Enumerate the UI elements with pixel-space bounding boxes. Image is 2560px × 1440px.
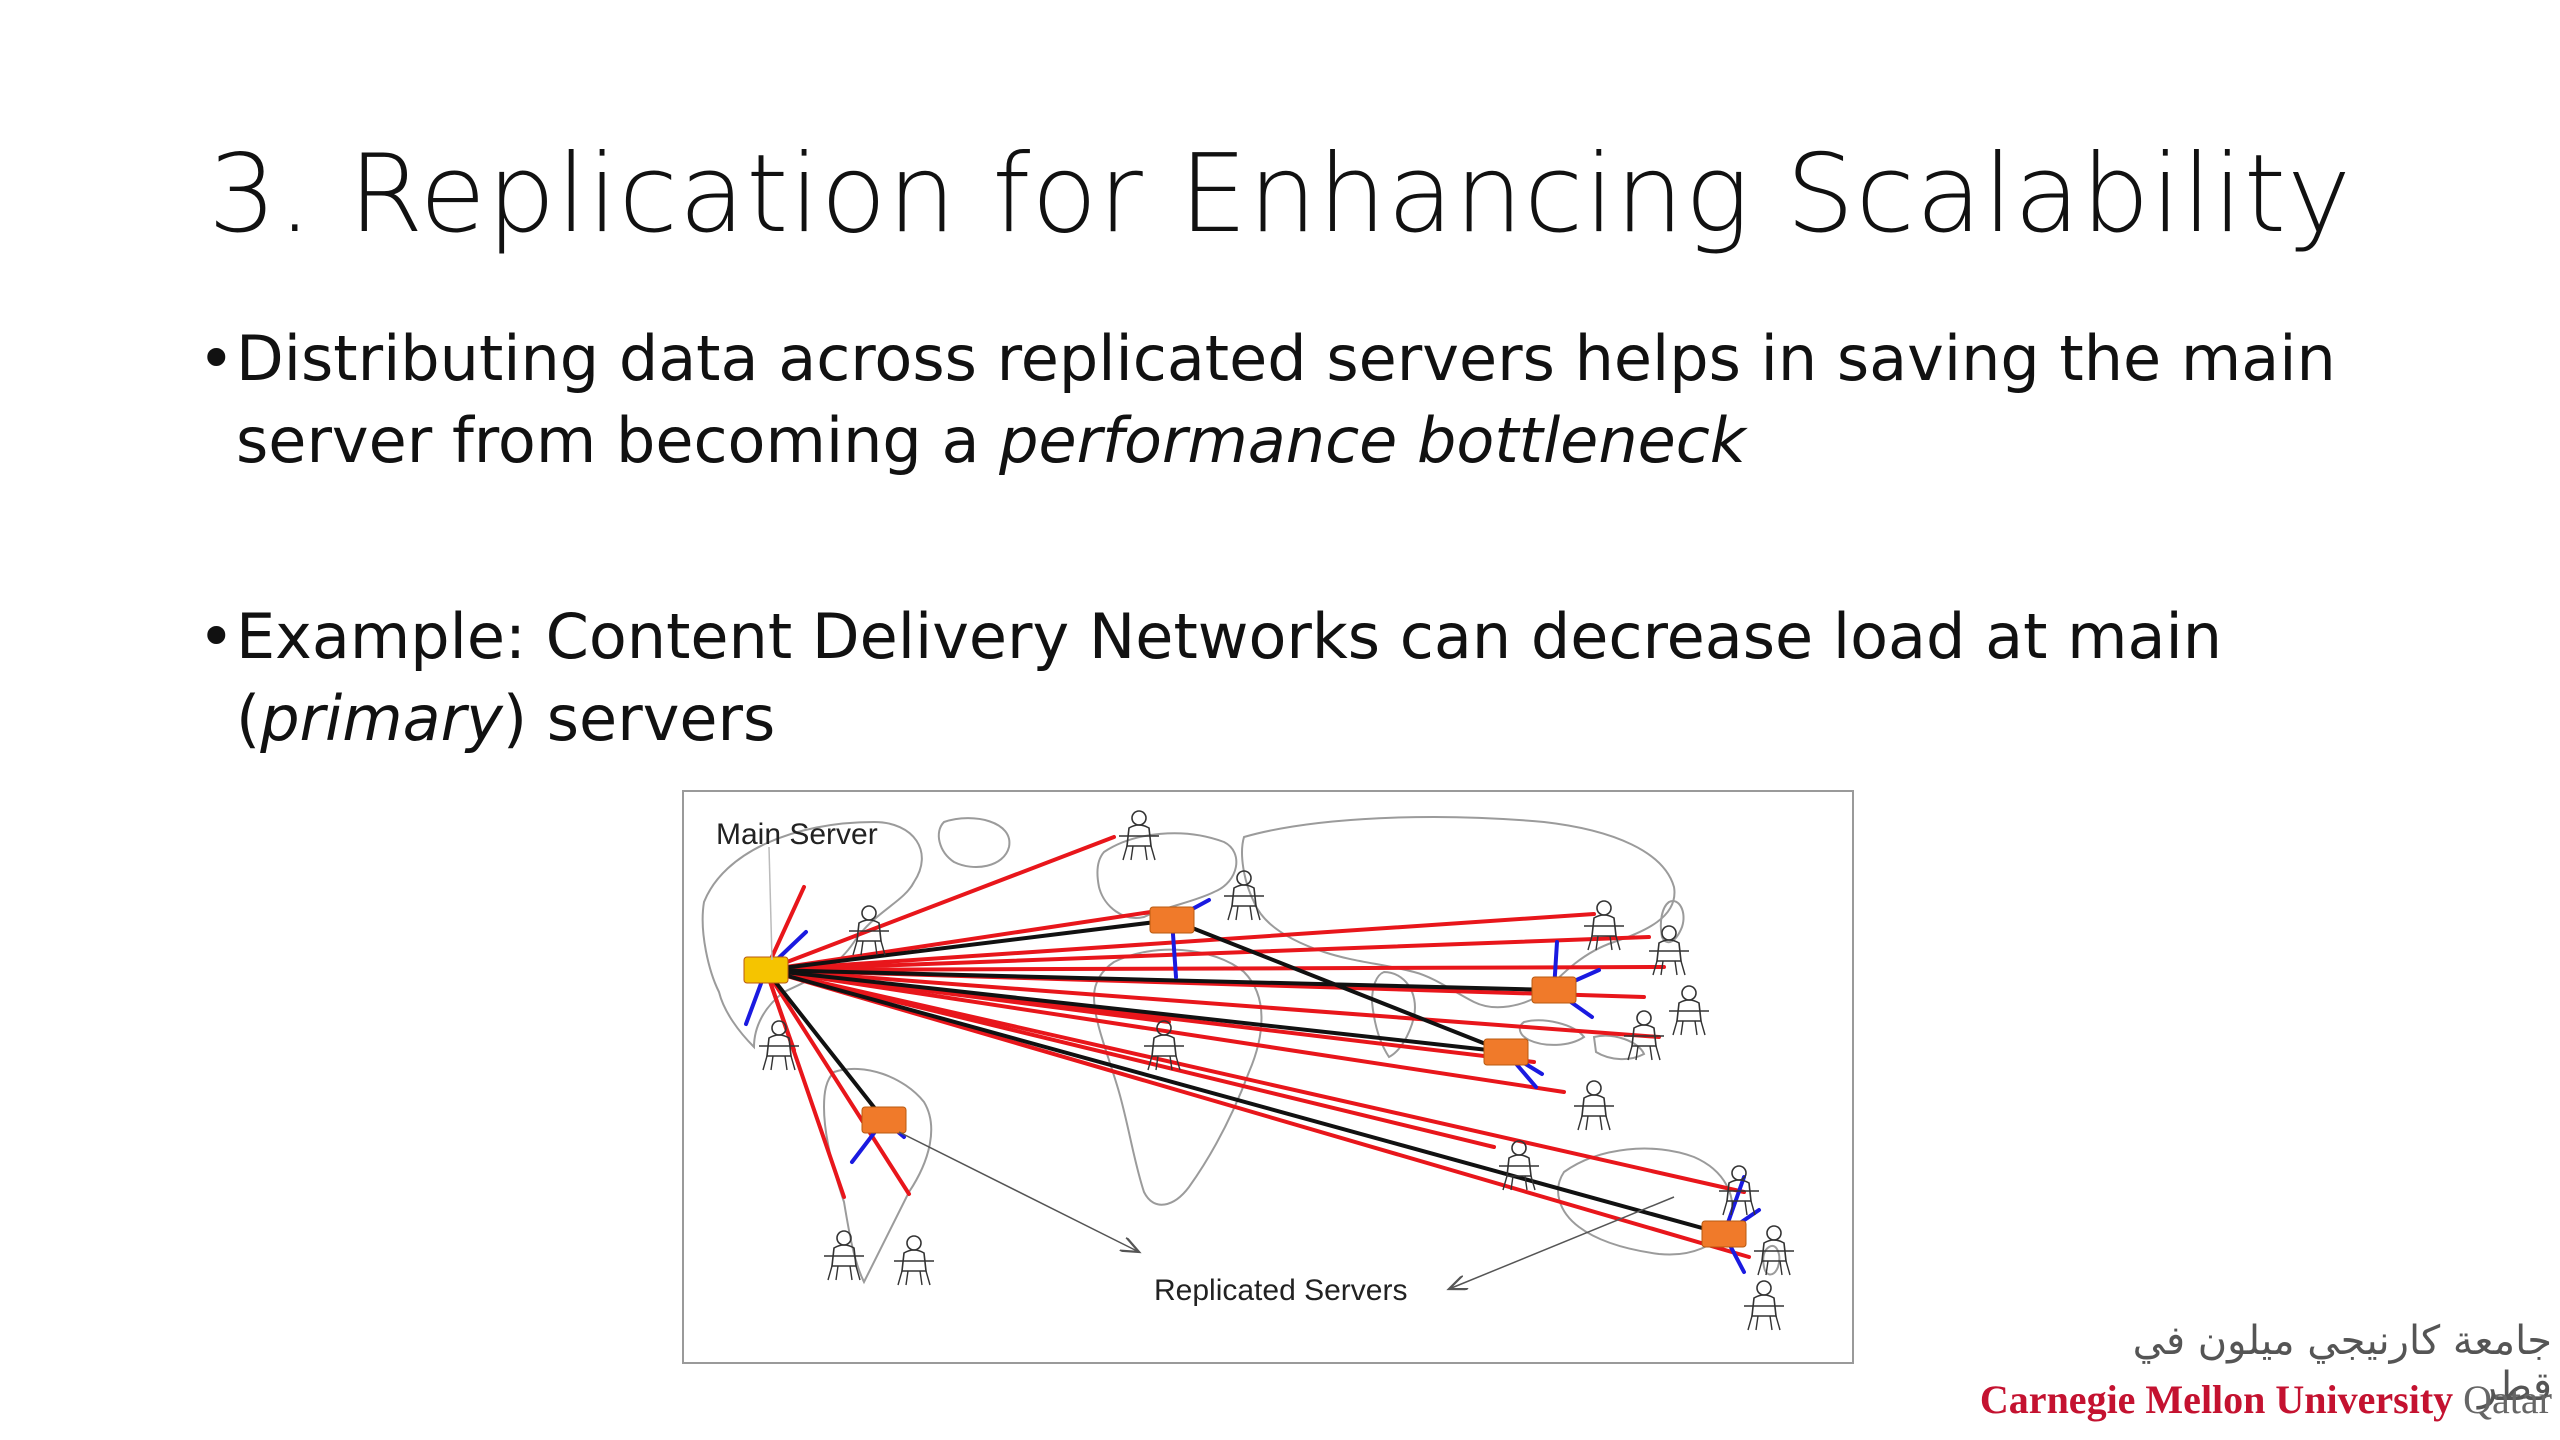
- client-user-icon: [893, 1235, 935, 1286]
- client-link: [764, 912, 1596, 972]
- client-user-icon: [1668, 985, 1710, 1036]
- client-user-icon: [1583, 900, 1625, 951]
- client-user-icon: [1718, 1165, 1760, 1216]
- client-user-icon: [758, 1020, 800, 1071]
- server-link: [764, 968, 886, 1122]
- replica-server-node: [1149, 906, 1195, 934]
- callout-arrows: [768, 846, 1675, 1289]
- replica-server-node: [1701, 1220, 1747, 1248]
- bullet-text: Example: Content Delivery Networks can d…: [236, 600, 2223, 755]
- cdn-map: [701, 810, 1795, 1331]
- client-user-icon: [1648, 925, 1690, 976]
- server-link: [764, 918, 1174, 972]
- bullet-emphasis: primary: [260, 682, 503, 755]
- client-user-icon: [848, 905, 890, 956]
- bullet-item-1: • Distributing data across replicated se…: [198, 318, 2350, 482]
- world-map: [701, 816, 1781, 1285]
- callout-arrow-1: [898, 1131, 1139, 1252]
- logo-suffix: Qatar: [2463, 1377, 2552, 1422]
- client-link: [764, 968, 1661, 1039]
- replica-server-node: [1483, 1038, 1529, 1066]
- university-logo: جامعة كارنيجي ميلون في قطر Carnegie Mell…: [1980, 1318, 2558, 1436]
- server-link: [764, 968, 1726, 1236]
- client-link: [764, 968, 1566, 1094]
- client-user-icon: [1573, 1080, 1615, 1131]
- logo-name: Carnegie Mellon University Qatar: [1980, 1376, 2552, 1423]
- replica-server-node: [861, 1106, 907, 1134]
- bullet-dot: •: [198, 600, 235, 673]
- bullet-list: • Distributing data across replicated se…: [198, 318, 2350, 760]
- client-link: [764, 965, 1666, 972]
- replica-server-node: [1531, 976, 1577, 1004]
- client-link: [764, 935, 1651, 972]
- bullet-item-2: • Example: Content Delivery Networks can…: [198, 596, 2350, 760]
- client-user-icon: [1118, 810, 1160, 861]
- cdn-diagram: Main Server Replicated Servers: [682, 790, 1854, 1364]
- client-link: [764, 968, 1751, 1259]
- bullet-emphasis: performance bottleneck: [999, 404, 1746, 477]
- main-server-node: [743, 956, 789, 984]
- server-link: [764, 968, 1556, 992]
- bullet-text: Distributing data across replicated serv…: [236, 322, 2336, 477]
- server-link: [1170, 918, 1508, 1054]
- bullet-dot: •: [198, 322, 235, 395]
- main-server-label: Main Server: [716, 818, 878, 851]
- client-user-icon: [1498, 1140, 1540, 1191]
- callout-arrow-2: [1449, 1196, 1675, 1289]
- client-user-icon: [823, 1230, 865, 1281]
- client-user-icon: [1743, 1280, 1785, 1331]
- logo-name-text: Carnegie Mellon University: [1979, 1377, 2454, 1422]
- replicated-servers-label: Replicated Servers: [1154, 1274, 1408, 1307]
- client-link: [764, 968, 911, 1196]
- logo-arabic-text: جامعة كارنيجي ميلون في قطر: [2132, 1318, 2552, 1410]
- main-server-pointer: [768, 846, 773, 961]
- bullet-suffix: ) servers: [502, 682, 776, 755]
- client-link: [764, 968, 1746, 1194]
- client-user-icon: [1753, 1225, 1795, 1276]
- server-link: [764, 968, 1508, 1054]
- client-link: [764, 835, 1116, 972]
- slide-title: 3. Replication for Enhancing Scalability: [207, 132, 2353, 257]
